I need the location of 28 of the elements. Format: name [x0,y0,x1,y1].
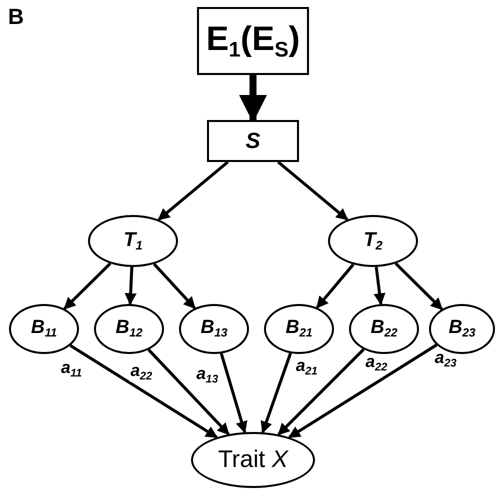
arrow [277,160,348,221]
arrow [153,262,196,310]
node-label: Trait X [218,448,288,472]
arrow [374,266,386,306]
node-label: B$_{22}$ [370,318,398,340]
panel-letter: B [8,6,24,28]
process-box [207,120,299,162]
node-label: B$_{21}$ [286,318,312,340]
ellipse-node [9,304,79,354]
arrow [316,263,354,309]
arrow [260,352,292,434]
node-label: B$_{13}$ [200,318,228,340]
node-label: B$_{23}$ [448,318,476,340]
arrow [70,344,218,439]
arrow [63,262,112,310]
node-label: S [246,130,260,152]
process-box [197,7,309,75]
ellipse-node [429,304,495,354]
node-label: B$_{11}$ [31,318,57,340]
node-label: T$_{2}$ [363,230,383,252]
node-label: E$_{1}$(E$_{S}$) [206,22,300,60]
arrow [394,262,443,310]
node-label: B$_{12}$ [116,318,142,340]
arrow [220,353,248,434]
arrow [124,266,137,306]
arrow [158,160,229,221]
node-label: T$_{1}$ [123,230,143,252]
arrow [239,75,267,123]
